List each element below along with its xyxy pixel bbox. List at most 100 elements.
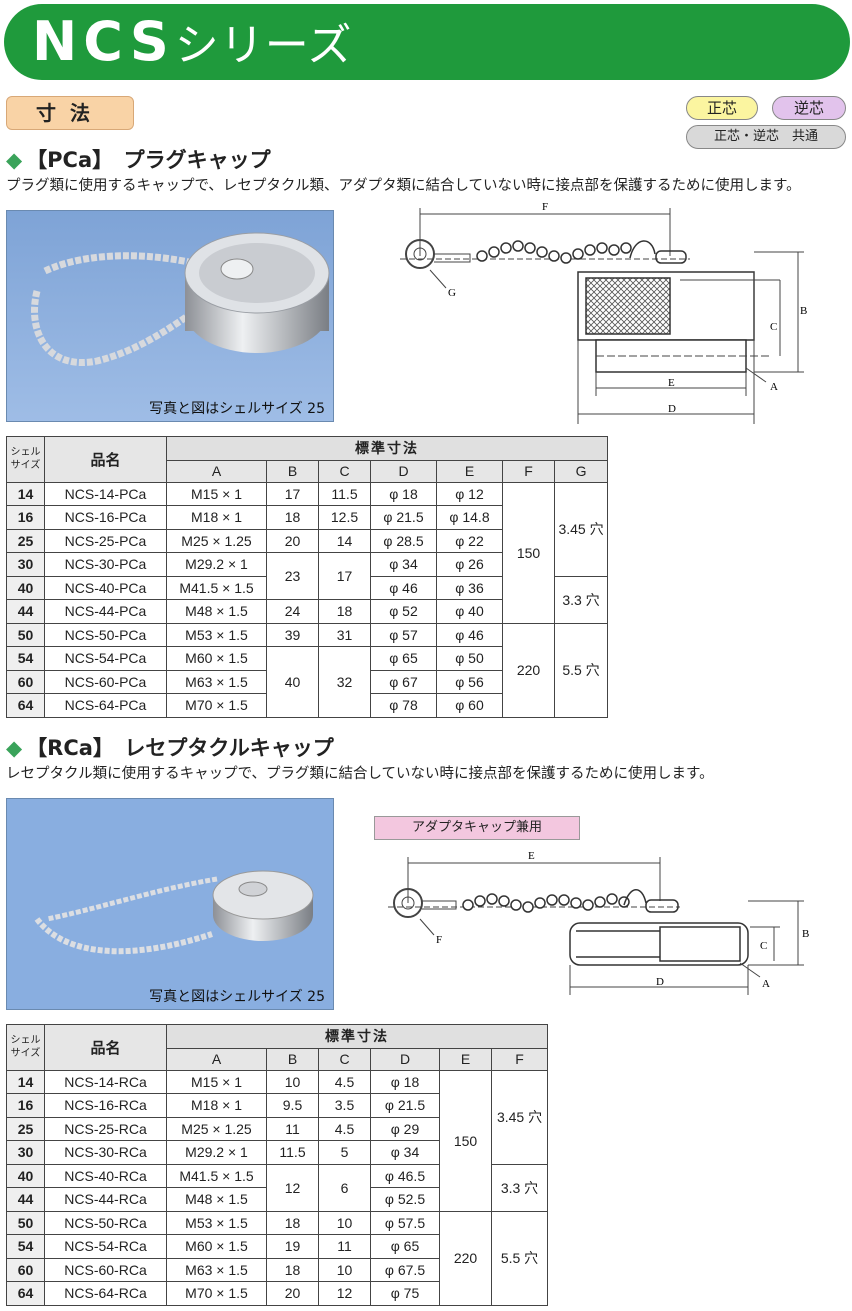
name-cell: NCS-60-RCa [44, 1257, 167, 1282]
e-cell: φ 36 [436, 575, 503, 600]
d-cell: φ 34 [370, 552, 437, 577]
size-cell: 40 [6, 575, 45, 600]
b-cell: 40 [266, 646, 319, 718]
e-cell: φ 40 [436, 599, 503, 624]
e-cell: φ 50 [436, 646, 503, 671]
pca-photo-illustration [7, 211, 333, 421]
pca-title-text: 【PCa】 プラグキャップ [26, 148, 271, 172]
d-cell: φ 57.5 [370, 1210, 440, 1235]
c-cell: 4.5 [318, 1116, 371, 1141]
c-cell: 17 [318, 552, 371, 600]
size-cell: 16 [6, 505, 45, 530]
pca-col-a: A [166, 459, 267, 483]
rca-title-text: 【RCa】 レセプタクルキャップ [26, 736, 334, 760]
e-cell: φ 14.8 [436, 505, 503, 530]
b-cell: 20 [266, 528, 319, 553]
rca-dim-c: C [760, 940, 767, 952]
rca-dimension-drawing: E F B C D A [388, 850, 809, 995]
rca-header-std: 標準寸法 [165, 1024, 549, 1049]
size-cell: 64 [6, 693, 45, 718]
size-cell: 50 [6, 622, 45, 647]
a-cell: M70 × 1.5 [166, 1281, 267, 1306]
c-cell: 6 [318, 1163, 371, 1212]
name-cell: NCS-30-RCa [44, 1140, 167, 1165]
e-cell: φ 46 [436, 622, 503, 647]
a-cell: M48 × 1.5 [166, 599, 267, 624]
size-cell: 40 [6, 1163, 45, 1188]
rca-photo: 写真と図はシェルサイズ 25 [6, 798, 334, 1010]
series-banner: NCSシリーズ [4, 4, 850, 80]
d-cell: φ 67.5 [370, 1257, 440, 1282]
b-cell: 17 [266, 481, 319, 506]
d-cell: φ 67 [370, 669, 437, 694]
a-cell: M53 × 1.5 [166, 1210, 267, 1235]
b-cell: 11.5 [266, 1140, 319, 1165]
a-cell: M18 × 1 [166, 1093, 267, 1118]
rca-header-size: シェル サイズ [6, 1024, 45, 1071]
rca-description: レセプタクル類に使用するキャップで、プラグ類に結合していない時に接点部を保護する… [6, 766, 714, 782]
b-cell: 23 [266, 552, 319, 600]
size-cell: 30 [6, 1140, 45, 1165]
c-cell: 11.5 [318, 481, 371, 506]
pca-section-title: ◆【PCa】 プラグキャップ [6, 146, 271, 174]
d-cell: φ 52.5 [370, 1187, 440, 1212]
e-cell: φ 56 [436, 669, 503, 694]
c-cell: 32 [318, 646, 371, 718]
rca-dim-f: F [436, 934, 442, 946]
rca-photo-caption: 写真と図はシェルサイズ 25 [149, 989, 325, 1005]
name-cell: NCS-64-PCa [44, 693, 167, 718]
b-cell: 12 [266, 1163, 319, 1212]
g-cell: 3.45 穴 [553, 481, 609, 577]
rca-col-d: D [370, 1047, 440, 1071]
name-cell: NCS-64-RCa [44, 1281, 167, 1306]
name-cell: NCS-30-PCa [44, 552, 167, 577]
size-cell: 54 [6, 646, 45, 671]
a-cell: M41.5 × 1.5 [166, 575, 267, 600]
rca-col-b: B [266, 1047, 319, 1071]
b-cell: 24 [266, 599, 319, 624]
name-cell: NCS-50-RCa [44, 1210, 167, 1235]
e-cell: 220 [439, 1210, 492, 1306]
a-cell: M60 × 1.5 [166, 646, 267, 671]
rca-col-f: F [490, 1047, 549, 1071]
name-cell: NCS-14-PCa [44, 481, 167, 506]
rca-header-name: 品名 [44, 1024, 167, 1071]
pca-photo: 写真と図はシェルサイズ 25 [6, 210, 334, 422]
c-cell: 14 [318, 528, 371, 553]
c-cell: 18 [318, 599, 371, 624]
g-cell: 3.3 穴 [553, 575, 609, 624]
rca-dim-b: B [802, 928, 809, 940]
d-cell: φ 21.5 [370, 1093, 440, 1118]
name-cell: NCS-44-RCa [44, 1187, 167, 1212]
pca-description: プラグ類に使用するキャップで、レセプタクル類、アダプタ類に結合していない時に接点… [6, 178, 801, 194]
d-cell: φ 65 [370, 1234, 440, 1259]
size-cell: 16 [6, 1093, 45, 1118]
dimensions-tag: 寸法 [6, 96, 134, 130]
b-cell: 10 [266, 1069, 319, 1094]
b-cell: 11 [266, 1116, 319, 1141]
a-cell: M70 × 1.5 [166, 693, 267, 718]
f-cell: 5.5 穴 [490, 1210, 549, 1306]
d-cell: φ 18 [370, 481, 437, 506]
c-cell: 12 [318, 1281, 371, 1306]
name-cell: NCS-40-RCa [44, 1163, 167, 1188]
rca-col-c: C [318, 1047, 371, 1071]
pca-header-name: 品名 [44, 436, 167, 483]
d-cell: φ 21.5 [370, 505, 437, 530]
a-cell: M63 × 1.5 [166, 1257, 267, 1282]
name-cell: NCS-54-RCa [44, 1234, 167, 1259]
name-cell: NCS-44-PCa [44, 599, 167, 624]
diamond-icon: ◆ [6, 736, 23, 760]
e-cell: φ 26 [436, 552, 503, 577]
name-cell: NCS-60-PCa [44, 669, 167, 694]
d-cell: φ 75 [370, 1281, 440, 1306]
f-cell: 3.3 穴 [490, 1163, 549, 1212]
rca-dim-d: D [656, 976, 664, 988]
rca-photo-illustration [7, 799, 333, 1009]
pca-col-e: E [436, 459, 503, 483]
